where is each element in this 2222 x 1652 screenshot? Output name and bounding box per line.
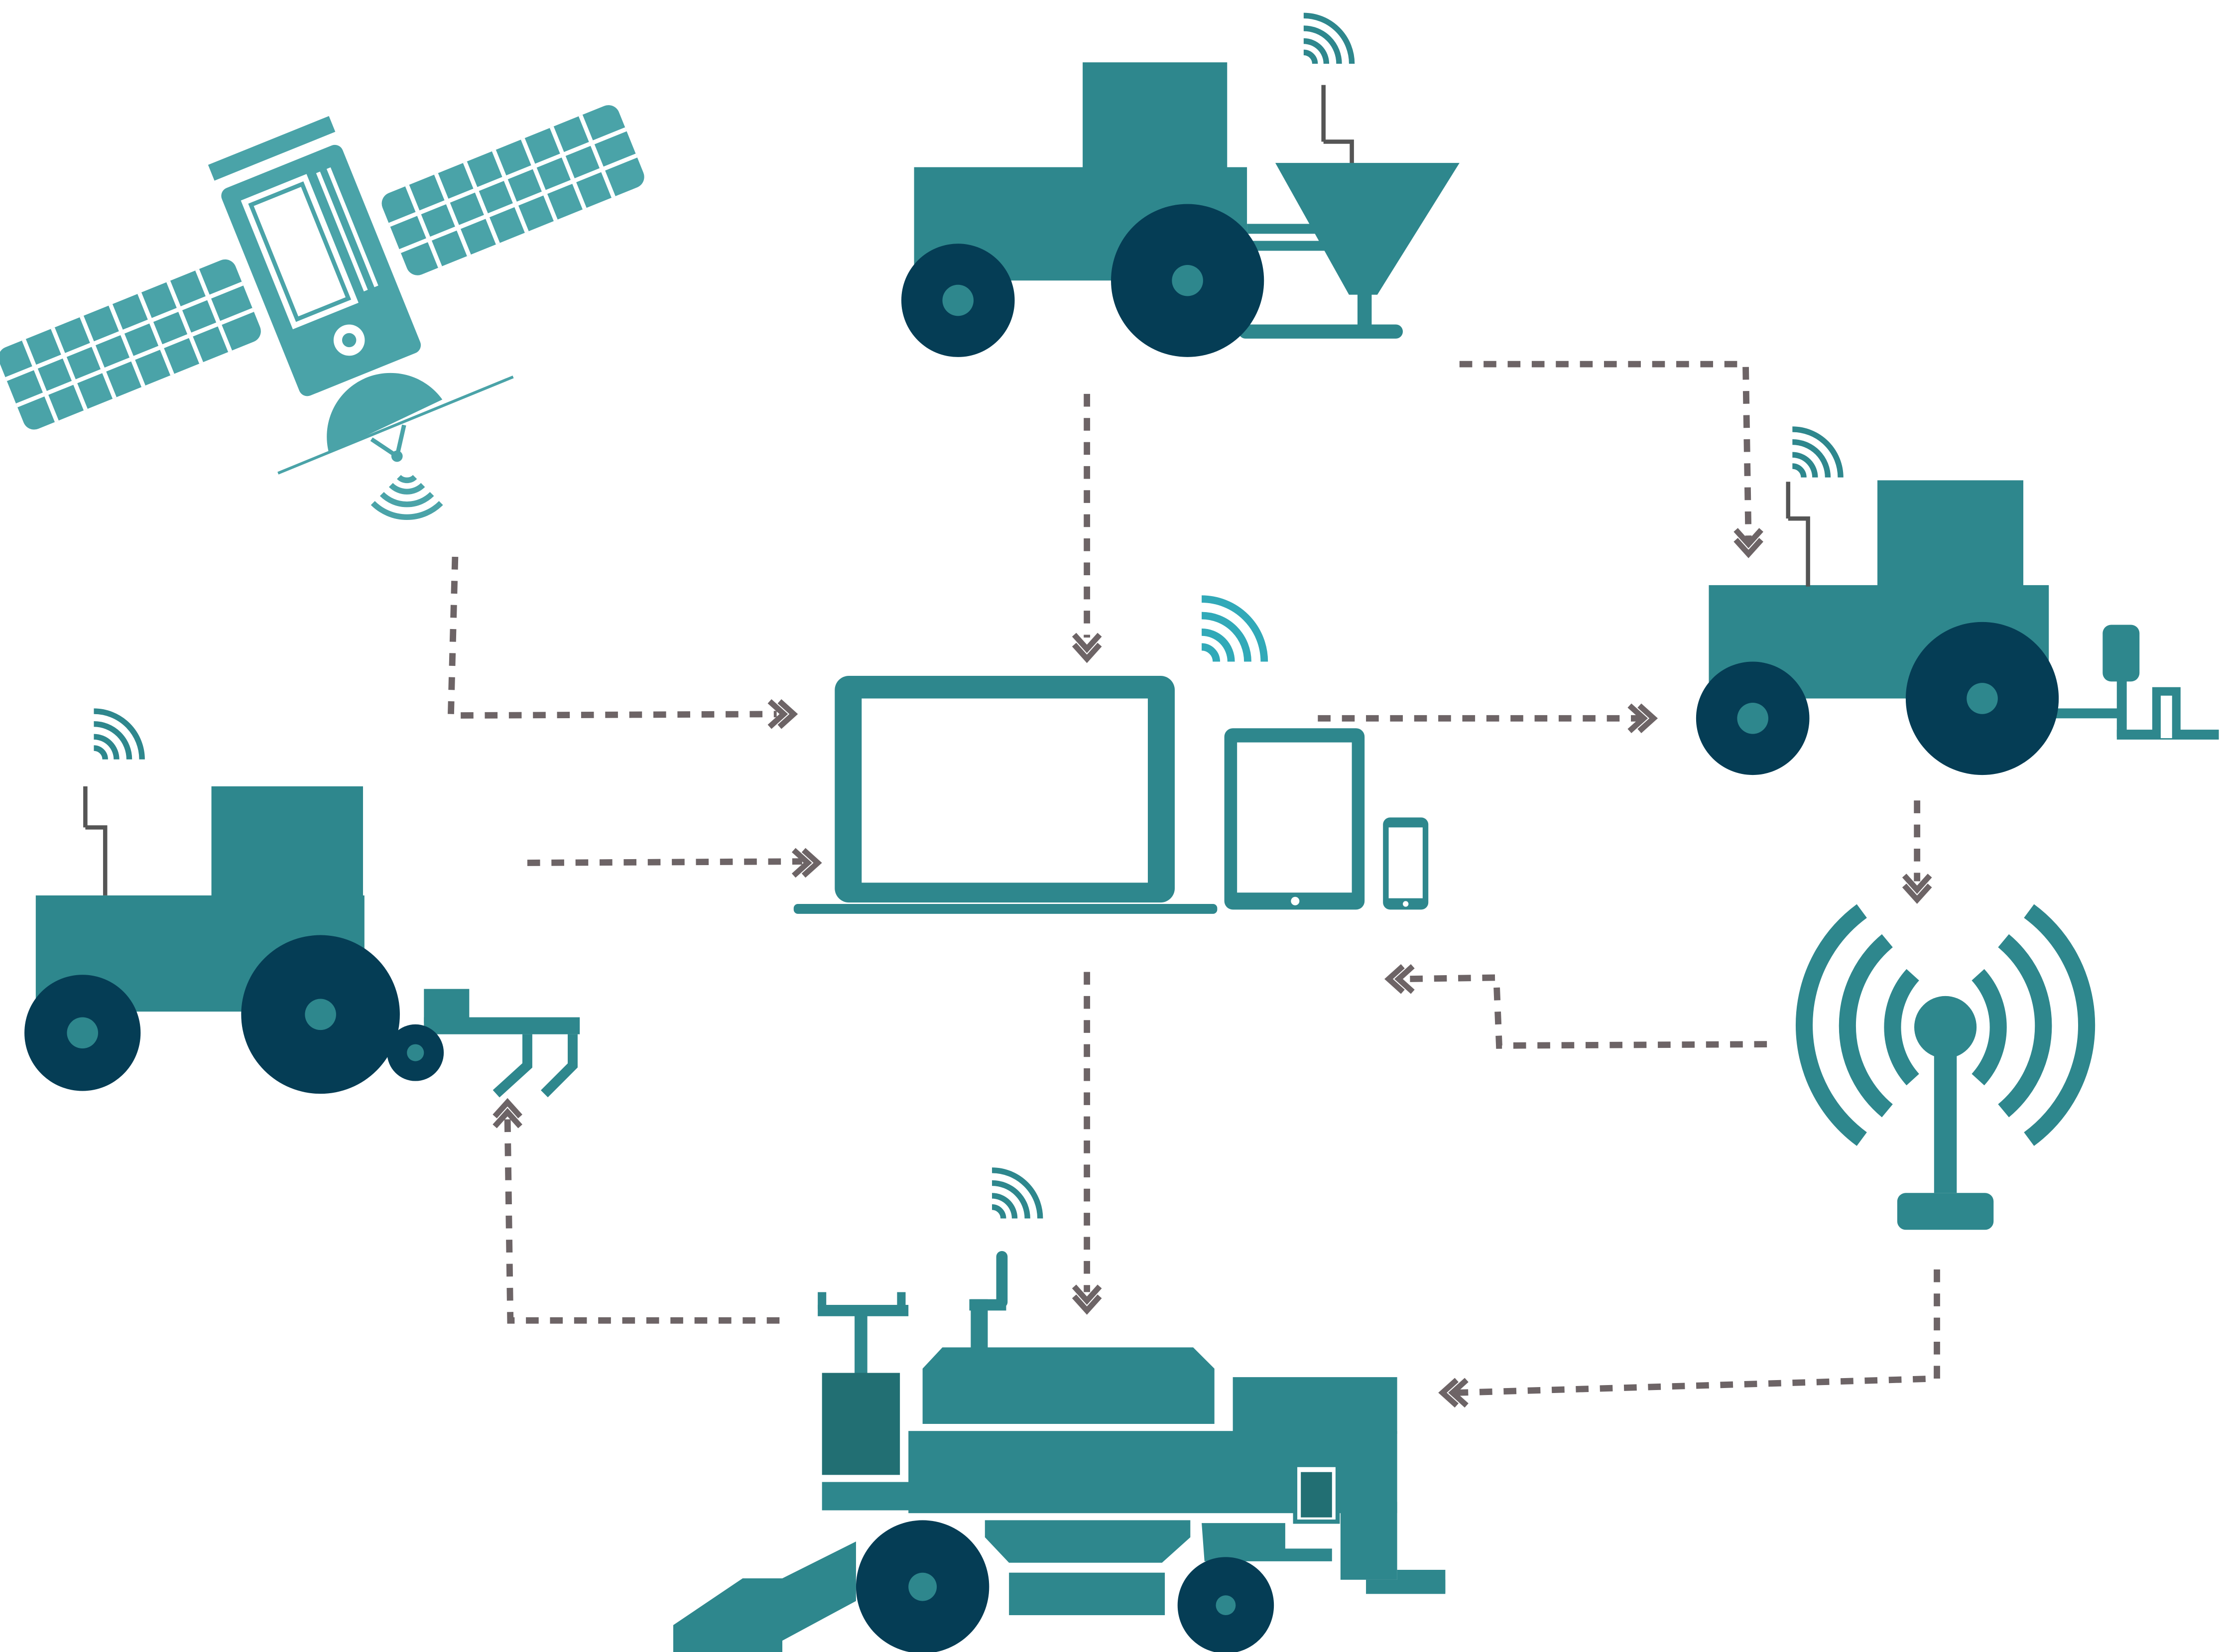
combine-harvester-icon xyxy=(673,1170,1446,1652)
harvester-header xyxy=(673,1541,856,1652)
tractor-cab xyxy=(1083,62,1228,170)
harvester-cab xyxy=(1233,1377,1397,1434)
signal-waves-icon xyxy=(1202,599,1264,662)
connector-satellite-to-devices xyxy=(447,556,777,719)
antenna-head xyxy=(1914,996,1977,1059)
connector-lines xyxy=(447,361,1940,1396)
arrowhead-left xyxy=(1384,964,1415,994)
solar-panel-right xyxy=(381,105,644,275)
arrowhead-left xyxy=(1438,1378,1469,1408)
tractor-cab xyxy=(1877,480,2024,588)
tractor-cab xyxy=(211,786,363,898)
connector-tower-to-devices xyxy=(1402,974,1767,1049)
tower-base xyxy=(1897,1193,1994,1230)
arrowhead-down xyxy=(1902,874,1932,904)
satellite-body xyxy=(208,116,421,396)
signal-waves-icon xyxy=(373,469,441,537)
arrowhead-right xyxy=(791,848,822,878)
arrowheads xyxy=(493,528,1932,1408)
radio-tower-icon xyxy=(1795,904,2096,1146)
signal-waves-icon xyxy=(94,711,142,760)
connector-cultivator-to-devices xyxy=(527,858,802,866)
satellite-dish xyxy=(327,373,443,454)
radio-mast xyxy=(1897,996,1994,1230)
laptop-tablet-phone-icon xyxy=(793,599,1429,914)
arrowhead-up xyxy=(493,1098,522,1129)
signal-waves-icon xyxy=(1304,15,1352,64)
signal-waves-icon xyxy=(992,1170,1040,1219)
satellite-icon xyxy=(0,105,644,537)
laptop-base xyxy=(793,903,1218,914)
connector-tower-to-harvester xyxy=(1456,1269,1940,1396)
arrowhead-down xyxy=(1072,633,1102,663)
harvester-roof xyxy=(922,1347,1215,1424)
arrowhead-down xyxy=(1733,528,1763,558)
connector-harvester-to-cultivator xyxy=(504,1119,780,1324)
seed-hopper xyxy=(1275,163,1460,295)
arrowhead-right xyxy=(1627,703,1658,734)
arrowhead-right xyxy=(767,699,798,729)
tractor-with-cultivator-icon xyxy=(24,711,580,1098)
grain-tank xyxy=(822,1373,900,1475)
solar-panel-left xyxy=(0,259,261,430)
tractor-with-hopper-icon xyxy=(901,15,1460,357)
tractor-with-sprayer-icon xyxy=(1696,429,2219,775)
sprayer-tank xyxy=(2102,625,2140,682)
signal-waves-icon xyxy=(1792,429,1841,478)
arrowhead-down xyxy=(1072,1284,1102,1315)
connector-seeder-to-sprayer xyxy=(1459,361,1752,541)
